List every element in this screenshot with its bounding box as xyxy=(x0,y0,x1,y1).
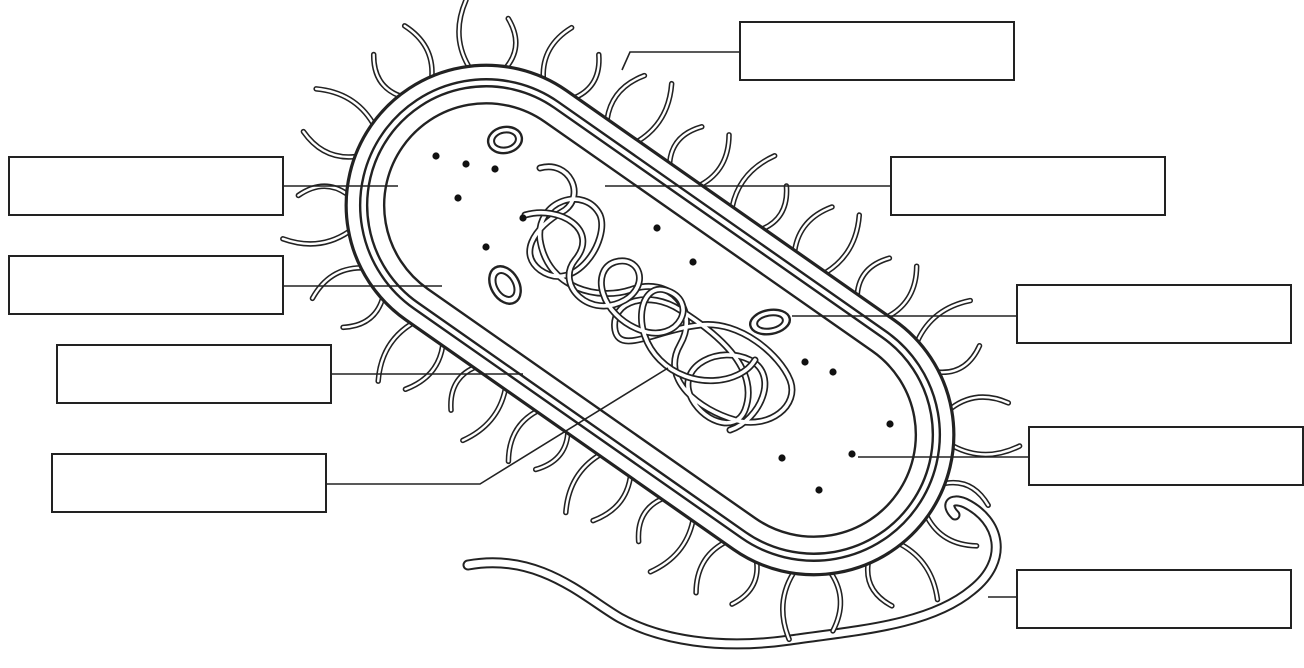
label-box-nucleoid[interactable] xyxy=(52,454,326,512)
ribosome xyxy=(848,450,855,457)
pilus xyxy=(405,346,442,389)
pilus xyxy=(566,455,599,512)
pilus xyxy=(918,301,971,341)
label-box-plasmid[interactable] xyxy=(1017,285,1291,343)
pilus xyxy=(795,207,832,250)
ribosome xyxy=(454,194,461,201)
label-box-ribosomes[interactable] xyxy=(1029,427,1303,485)
pilus-highlight xyxy=(374,55,399,96)
pilus-highlight xyxy=(763,186,786,229)
ribosome xyxy=(829,368,836,375)
ribosome xyxy=(653,224,660,231)
ribosome xyxy=(462,160,469,167)
ribosome xyxy=(432,152,439,159)
pilus xyxy=(378,324,411,381)
pilus xyxy=(607,76,644,119)
label-box-plasma-membrane[interactable] xyxy=(9,157,283,215)
label-box-cytoplasm[interactable] xyxy=(891,157,1165,215)
pilus-highlight xyxy=(312,268,360,298)
pilus-highlight xyxy=(463,390,505,441)
pilus-highlight xyxy=(638,499,661,542)
pilus xyxy=(650,521,692,572)
label-box-cell-wall[interactable] xyxy=(9,256,283,314)
label-box-capsule[interactable] xyxy=(57,345,331,403)
pilus xyxy=(826,215,859,272)
ribosome xyxy=(778,454,785,461)
label-box-pili[interactable] xyxy=(740,22,1014,80)
pilus-highlight xyxy=(343,299,382,327)
ribosome xyxy=(519,214,526,221)
pilus-highlight xyxy=(576,55,599,98)
pilus xyxy=(593,477,630,520)
pilus xyxy=(463,390,505,441)
label-box-flagellum[interactable] xyxy=(1017,570,1291,628)
pilus xyxy=(732,156,774,207)
pilus xyxy=(316,89,373,123)
pilus-highlight xyxy=(918,301,971,341)
ribosome xyxy=(801,358,808,365)
pilus xyxy=(638,84,671,141)
ribosome xyxy=(815,486,822,493)
ribosome xyxy=(491,165,498,172)
cell-body xyxy=(291,10,1009,629)
pilus-highlight xyxy=(650,521,692,572)
pilus xyxy=(901,544,938,599)
leader-pili xyxy=(622,52,740,70)
pilus-highlight xyxy=(732,156,774,207)
ribosome xyxy=(689,258,696,265)
ribosome xyxy=(886,420,893,427)
ribosome xyxy=(482,243,489,250)
